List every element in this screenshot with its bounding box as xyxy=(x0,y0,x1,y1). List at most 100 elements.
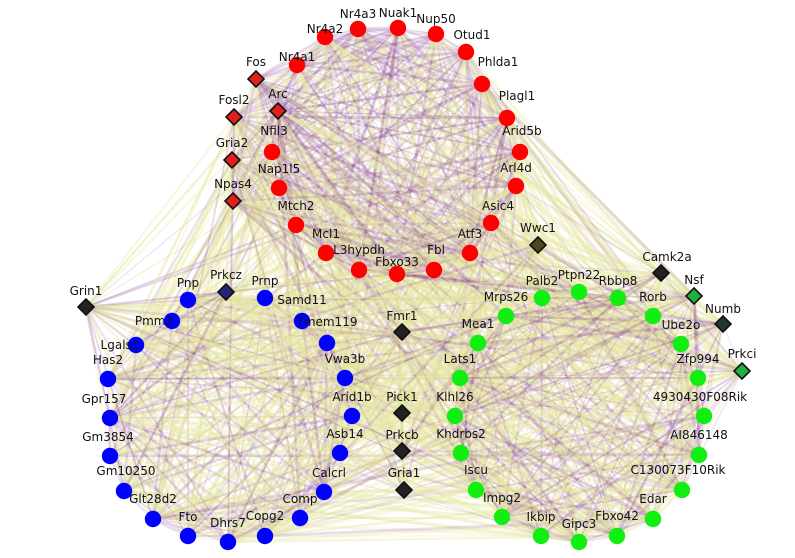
node-Palb2[interactable] xyxy=(533,289,551,307)
node-Fto[interactable] xyxy=(179,527,197,545)
node-Arl4d[interactable] xyxy=(507,177,525,195)
node-label-Rorb: Rorb xyxy=(639,290,667,304)
edge-Pmm2-Iscu xyxy=(170,319,478,492)
node-Nfil3[interactable] xyxy=(263,143,281,161)
node-Lgals1[interactable] xyxy=(127,336,145,354)
edge-Calcrl-Gria1 xyxy=(322,488,406,494)
node-Ikbip[interactable] xyxy=(532,527,550,545)
node-Fosl2[interactable] xyxy=(224,107,244,127)
node-Otud1[interactable] xyxy=(457,43,475,61)
node-Gm10250[interactable] xyxy=(115,482,133,500)
node-Nsf[interactable] xyxy=(684,286,704,306)
node-Plagl1[interactable] xyxy=(498,109,516,127)
node-Nr4a3[interactable] xyxy=(349,20,367,38)
edge-Arid5b-Rbbp8 xyxy=(519,151,619,299)
edge-Mea1-Zfp994 xyxy=(476,341,700,380)
node-Vwa3b[interactable] xyxy=(336,369,354,387)
node-Iscu[interactable] xyxy=(467,481,485,499)
node-Samd11[interactable] xyxy=(293,312,311,330)
node-Phlda1[interactable] xyxy=(473,75,491,93)
edge-Mea1-Ikbip xyxy=(476,341,543,538)
node-Impg2[interactable] xyxy=(493,508,511,526)
edge-Nap1l5-Gm10250 xyxy=(123,187,280,492)
edge-4930430F08Rik-Prkci xyxy=(703,370,743,417)
node-Fbxo42[interactable] xyxy=(608,527,626,545)
edge-Calcrl-Khdrbs2 xyxy=(323,452,462,493)
node-Nap1l5[interactable] xyxy=(270,179,288,197)
edge-Nr4a1-Arid5b xyxy=(295,63,522,154)
node-Numb[interactable] xyxy=(713,314,733,334)
edge-Has2-Gm10250 xyxy=(107,378,125,492)
node-Arid5b[interactable] xyxy=(511,143,529,161)
node-Calcrl[interactable] xyxy=(315,483,333,501)
node-Edar[interactable] xyxy=(644,510,662,528)
edge-Rbbp8-Zfp994 xyxy=(617,297,699,379)
node-Nuak1[interactable] xyxy=(389,19,407,37)
node-Arc[interactable] xyxy=(268,101,288,121)
node-Gria1[interactable] xyxy=(394,480,414,500)
node-4930430F08Rik[interactable] xyxy=(695,407,713,425)
node-Mcl1[interactable] xyxy=(317,244,335,262)
node-Nr4a2[interactable] xyxy=(316,28,334,46)
node-Arid1b[interactable] xyxy=(343,407,361,425)
node-Rorb[interactable] xyxy=(644,307,662,325)
node-Lats1[interactable] xyxy=(451,369,469,387)
node-Atf3[interactable] xyxy=(461,244,479,262)
node-Nr4a1[interactable] xyxy=(288,56,306,74)
node-Npas4[interactable] xyxy=(223,191,243,211)
node-Comp[interactable] xyxy=(291,509,309,527)
node-Zfp994[interactable] xyxy=(689,369,707,387)
node-Gria2[interactable] xyxy=(222,150,242,170)
node-Asic4[interactable] xyxy=(482,214,500,232)
node-Fbxo33[interactable] xyxy=(388,265,406,283)
node-Gpr157[interactable] xyxy=(101,409,119,427)
node-Asb14[interactable] xyxy=(331,444,349,462)
node-C130073F10Rik[interactable] xyxy=(673,481,691,499)
node-Nup50[interactable] xyxy=(427,25,445,43)
node-Tmem119[interactable] xyxy=(318,334,336,352)
edge-Klhl26-Prkcb xyxy=(400,414,457,453)
node-Prkcb[interactable] xyxy=(392,441,412,461)
node-Glt28d2[interactable] xyxy=(144,510,162,528)
node-Rbbp8[interactable] xyxy=(609,289,627,307)
node-Has2[interactable] xyxy=(99,370,117,388)
edge-Comp-Edar xyxy=(299,517,654,520)
edge-Arid1b-Grin1 xyxy=(84,305,354,418)
node-Klhl26[interactable] xyxy=(446,407,464,425)
node-Ptpn22[interactable] xyxy=(570,283,588,301)
edge-Atf3-Iscu xyxy=(468,251,478,492)
node-Pnp[interactable] xyxy=(179,291,197,309)
edge-L3hypdh-Dhrs7 xyxy=(226,268,361,544)
edge-Plagl1-Pick1 xyxy=(400,116,509,415)
node-Khdrbs2[interactable] xyxy=(452,444,470,462)
node-Prkci[interactable] xyxy=(732,361,752,381)
node-Fmr1[interactable] xyxy=(392,322,412,342)
edge-Npas4-Khdrbs2 xyxy=(232,200,462,454)
node-Mrps26[interactable] xyxy=(497,307,515,325)
node-Dhrs7[interactable] xyxy=(219,533,237,551)
node-Prkcz[interactable] xyxy=(216,282,236,302)
edge-Atf3-Gria2 xyxy=(230,158,472,255)
edge-Nr4a1-Fbl xyxy=(296,64,435,271)
node-Wwc1[interactable] xyxy=(528,235,548,255)
node-AI846148[interactable] xyxy=(690,446,708,464)
node-Fbl[interactable] xyxy=(425,261,443,279)
node-Gm3854[interactable] xyxy=(101,447,119,465)
node-Gipc3[interactable] xyxy=(570,533,588,551)
node-Ube2o[interactable] xyxy=(672,335,690,353)
node-Prnp[interactable] xyxy=(256,289,274,307)
node-Mtch2[interactable] xyxy=(287,216,305,234)
node-L3hypdh[interactable] xyxy=(350,261,368,279)
edge-Atf3-Lgals1 xyxy=(134,251,472,347)
node-Pick1[interactable] xyxy=(392,403,412,423)
edge-Arl4d-Gm10250 xyxy=(122,184,518,493)
edge-Nfil3-Pick1 xyxy=(271,151,403,414)
edge-Palb2-Iscu xyxy=(475,297,543,491)
node-Camk2a[interactable] xyxy=(651,263,671,283)
node-Grin1[interactable] xyxy=(76,297,96,317)
node-Mea1[interactable] xyxy=(469,334,487,352)
node-Fos[interactable] xyxy=(246,69,266,89)
node-Pmm2[interactable] xyxy=(163,312,181,330)
edge-Nfil3-Mcl1 xyxy=(271,151,327,254)
node-Copg2[interactable] xyxy=(256,527,274,545)
